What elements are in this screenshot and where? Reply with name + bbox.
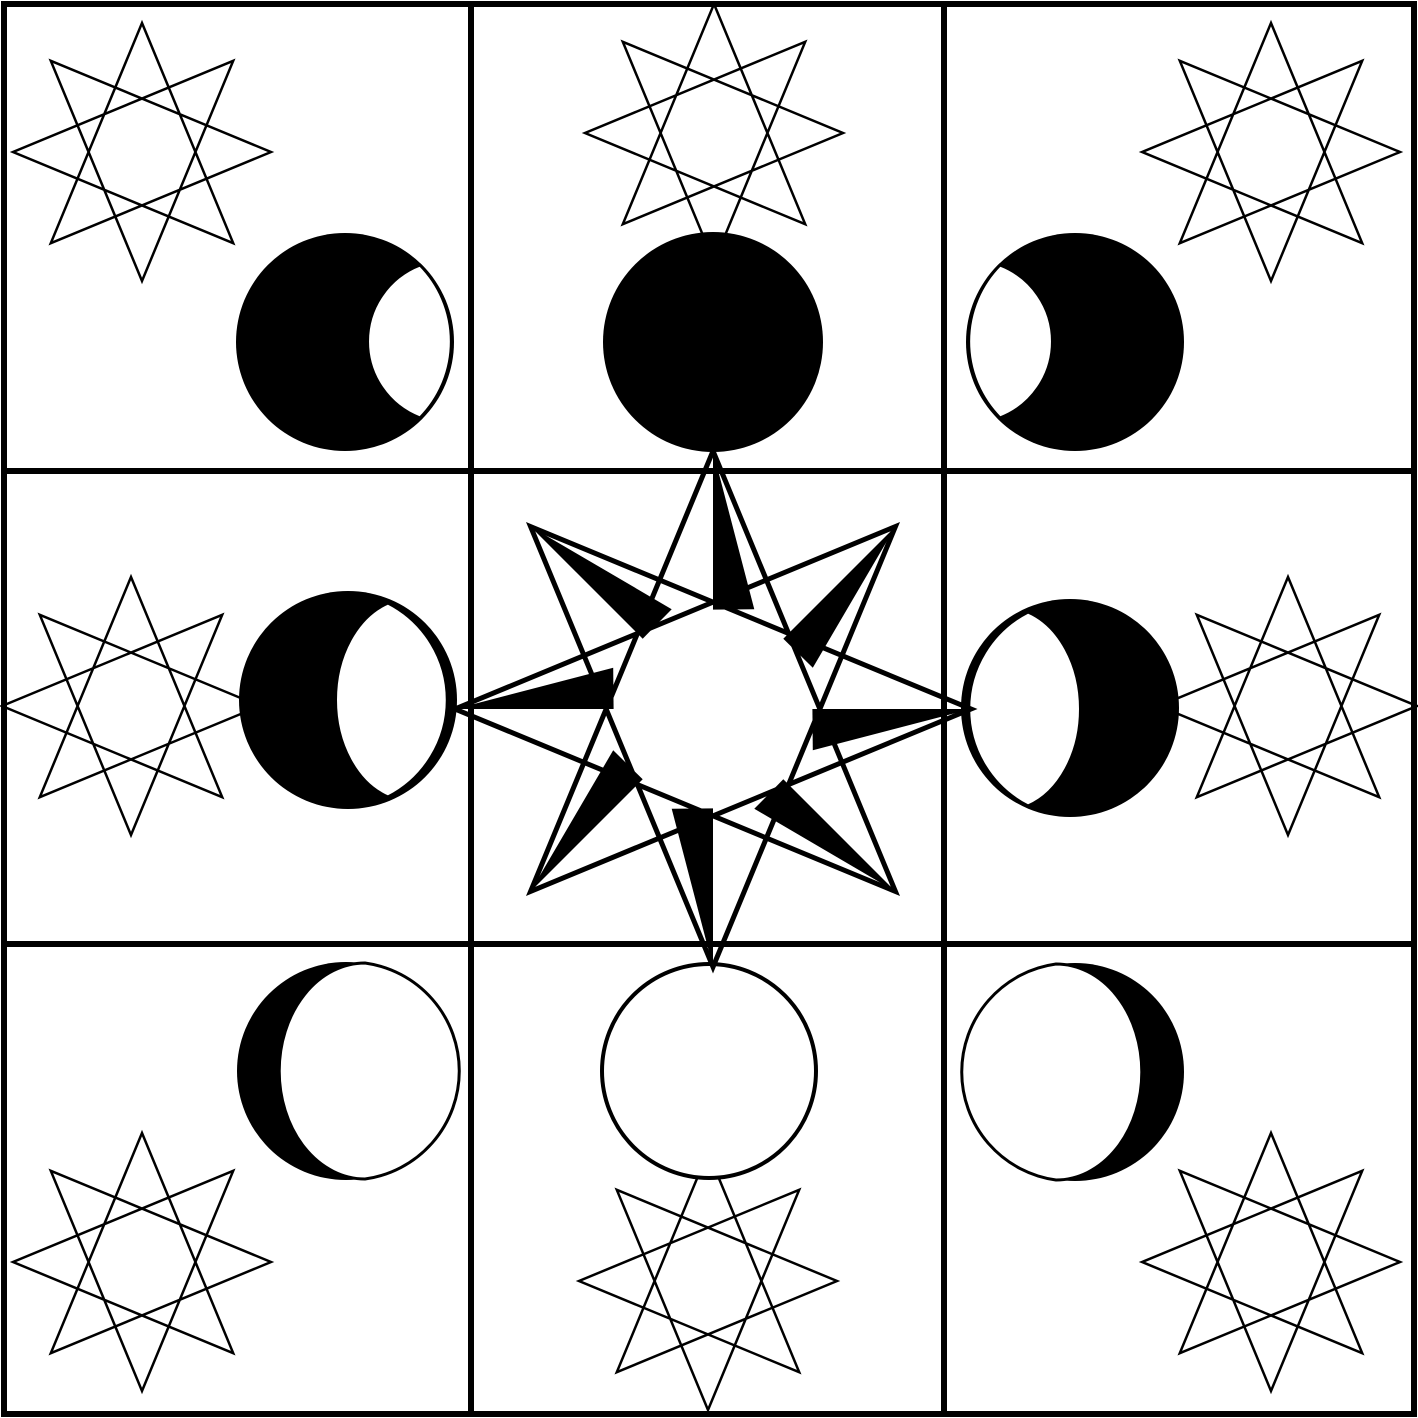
star-top-left-icon: [9, 19, 275, 285]
moon-bottom-right-icon: [960, 962, 1184, 1182]
star-bottom-center-icon: [575, 1148, 841, 1414]
moon-bottom-center-icon: [600, 962, 818, 1180]
moon-middle-left-icon: [239, 591, 457, 809]
moon-top-center-icon: [603, 232, 823, 452]
moon-middle-right-icon: [961, 599, 1179, 817]
star-bottom-right-icon: [1138, 1129, 1404, 1395]
star-bottom-left-icon: [9, 1129, 275, 1395]
compass-spike-fill-5: [530, 750, 643, 892]
moon-top-right-icon: [966, 233, 1184, 451]
moon-layer: [236, 232, 1184, 1182]
compass-spike-fill-2: [812, 709, 971, 751]
moon-bottom-left-icon: [237, 961, 461, 1181]
compass-spike-fill-3: [754, 779, 896, 892]
compass-spike-fill-7: [530, 526, 672, 639]
star-middle-left-icon: [0, 573, 264, 839]
compass-spike-fill-4: [671, 808, 713, 967]
star-top-right-icon: [1138, 19, 1404, 285]
compass-outline: [448, 444, 978, 974]
moon-top-left-icon: [236, 233, 454, 451]
star-middle-right-icon: [1155, 573, 1418, 839]
compass-spike-fill-1: [783, 526, 896, 668]
compass-star-icon: [448, 444, 978, 974]
compass-spike-fill-0: [713, 451, 755, 610]
compass-spike-fill-6: [455, 667, 614, 709]
